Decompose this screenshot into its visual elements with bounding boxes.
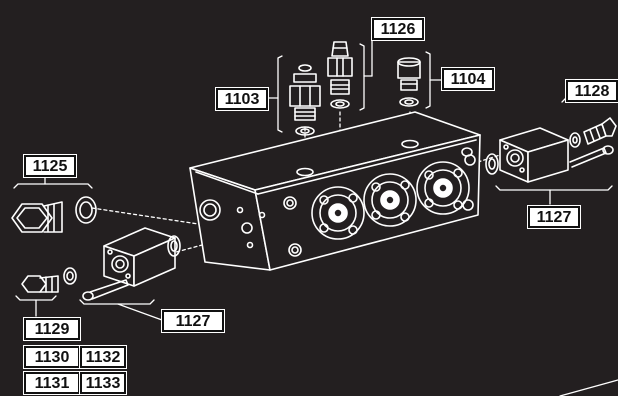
callout-1132: 1132 (79, 345, 127, 369)
valve-cartridge-2 (363, 173, 417, 227)
callout-1127-left: 1127 (161, 309, 225, 333)
plug-1104-illustration (397, 57, 421, 107)
callout-1104: 1104 (441, 67, 495, 91)
valve-cartridge-1 (311, 186, 365, 240)
valve-cartridges (311, 161, 470, 240)
solenoid-block-1127-left-illustration (82, 227, 181, 301)
fitting-1129-illustration (21, 267, 77, 293)
valve-cartridge-3 (416, 161, 470, 215)
fitting-1126-illustration (327, 41, 353, 109)
callout-1133: 1133 (79, 371, 127, 395)
callout-1128: 1128 (565, 79, 618, 103)
connector-1128-illustration (569, 117, 617, 148)
callout-1126: 1126 (371, 17, 425, 41)
callout-1127-right: 1127 (527, 205, 581, 229)
callout-1103: 1103 (215, 87, 269, 111)
solenoid-block-1127-right-illustration (485, 127, 614, 183)
callout-1125: 1125 (23, 154, 77, 178)
callout-brackets (13, 29, 618, 396)
callout-1130: 1130 (23, 345, 81, 369)
fitting-1103-illustration (289, 64, 321, 136)
valve-manifold-block (189, 111, 481, 271)
callout-1131: 1131 (23, 371, 81, 395)
callout-1129: 1129 (23, 317, 81, 341)
plug-1125-illustration (11, 196, 97, 233)
